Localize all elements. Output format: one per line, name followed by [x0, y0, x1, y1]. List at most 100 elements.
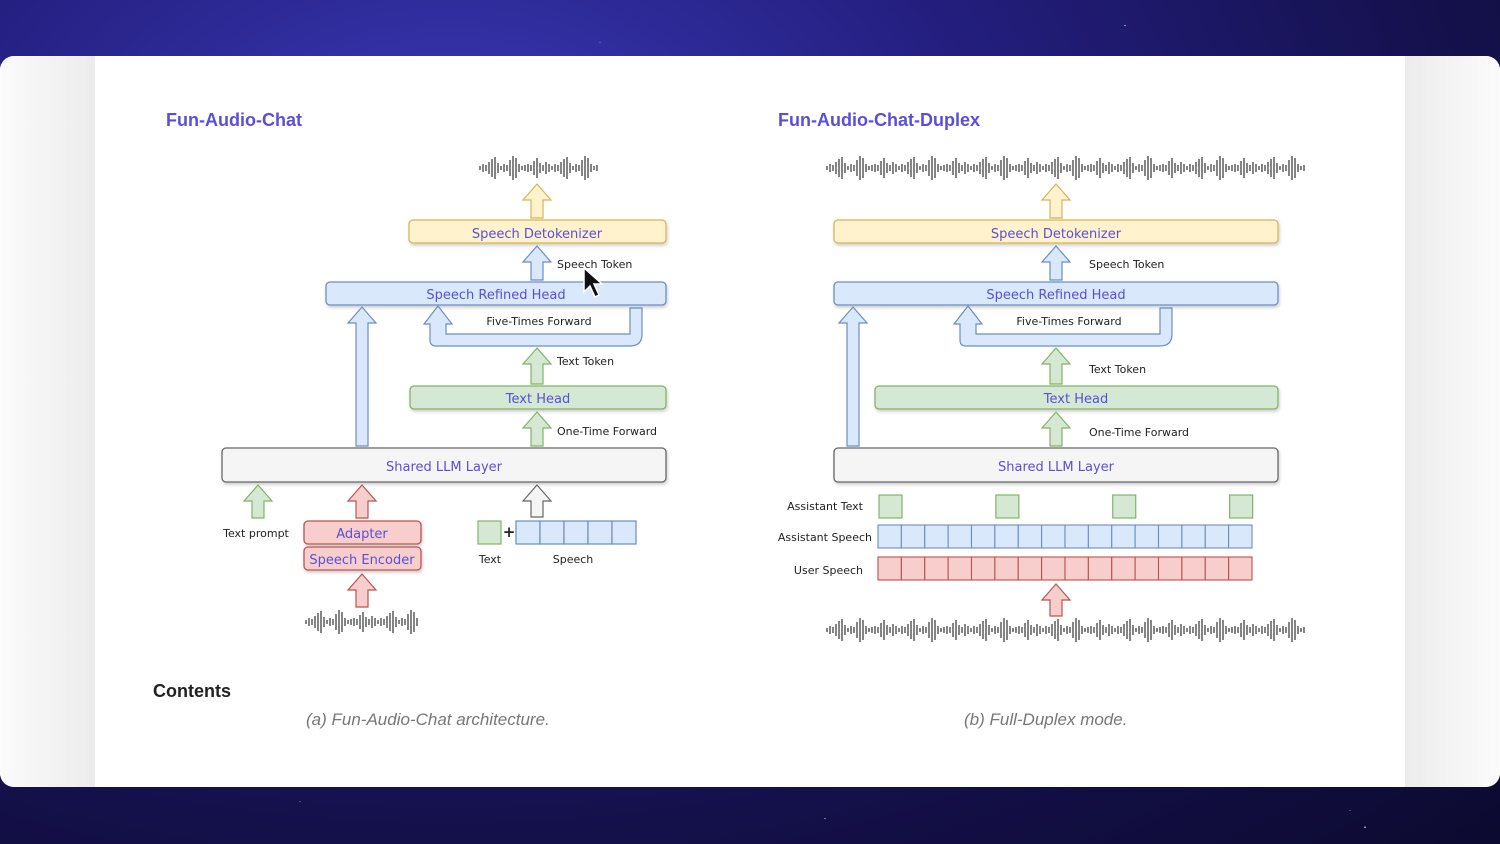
adapter-block [303, 520, 422, 545]
arrow-speech-token-b [1040, 245, 1072, 281]
arrow-text-prompt [242, 484, 274, 519]
text-head-block-b [874, 385, 1279, 410]
page-right-margin [1405, 56, 1500, 787]
one-time-forward-annotation-a: One-Time Forward [557, 425, 657, 438]
assistant-speech-cell [970, 524, 996, 549]
assistant-speech-stream-label: Assistant Speech [778, 531, 872, 544]
figure-b-title: Fun-Audio-Chat-Duplex [778, 110, 980, 130]
user-speech-cell [1064, 556, 1089, 581]
figure-a-title: Fun-Audio-Chat [166, 110, 302, 130]
speech-token-cell [587, 520, 613, 545]
user-speech-cell [1181, 556, 1206, 581]
arrow-speech-token-a [521, 245, 553, 281]
waveform-input-a [305, 610, 418, 634]
figure-b-caption: (b) Full-Duplex mode. [964, 710, 1128, 729]
arrow-adapter-to-llm [346, 484, 378, 519]
speech-detokenizer-block-a [408, 219, 667, 244]
speech-refined-head-block-a [325, 281, 667, 306]
adapter-label: Adapter [336, 527, 388, 542]
assistant-speech-cell [1157, 524, 1183, 549]
user-speech-cell [1111, 556, 1136, 581]
assistant-speech-cell [1017, 524, 1043, 549]
user-speech-cell [900, 556, 926, 581]
arrow-llm-to-refined-a [346, 306, 378, 447]
one-time-forward-annotation-b: One-Time Forward [1089, 426, 1189, 439]
assistant-speech-cell [1228, 524, 1253, 549]
speech-detokenizer-label-a: Speech Detokenizer [472, 227, 603, 242]
assistant-text-stream-label: Assistant Text [787, 500, 864, 513]
speech-token-annotation-a: Speech Token [557, 258, 632, 271]
text-token-annotation-b: Text Token [1088, 363, 1146, 376]
five-times-forward-annotation-b: Five-Times Forward [1016, 315, 1121, 328]
five-times-forward-loop-a [422, 305, 643, 347]
user-speech-stream-label: User Speech [794, 564, 863, 577]
waveform-output-b [826, 156, 1305, 180]
speech-token-cell [611, 520, 637, 545]
text-token-cell [477, 520, 502, 545]
shared-llm-layer-label-b: Shared LLM Layer [998, 460, 1115, 475]
assistant-speech-cell [1041, 524, 1066, 549]
arrow-audio-input-a [346, 573, 378, 608]
speech-refined-head-label-b: Speech Refined Head [986, 288, 1125, 303]
arrow-llm-to-refined-b [837, 306, 869, 447]
speech-refined-head-label-a: Speech Refined Head [426, 288, 565, 303]
assistant-speech-cell [1111, 524, 1136, 549]
speech-detokenizer-block-b [833, 219, 1279, 244]
arrow-tokens-to-llm [521, 484, 553, 518]
text-head-label-a: Text Head [505, 392, 570, 407]
user-speech-cell [924, 556, 949, 581]
assistant-speech-cell [1064, 524, 1089, 549]
user-speech-cell [1017, 556, 1043, 581]
assistant-text-cell [1112, 494, 1137, 519]
assistant-speech-cell [877, 524, 902, 549]
assistant-speech-cell [1087, 524, 1113, 549]
speech-encoder-block [303, 546, 422, 571]
user-speech-cell [1228, 556, 1253, 581]
waveform-output-a [479, 156, 598, 180]
user-speech-cell [970, 556, 996, 581]
assistant-speech-cell [924, 524, 949, 549]
document-page [0, 56, 1500, 787]
text-input-label: Text [478, 553, 502, 566]
figure-a-caption: (a) Fun-Audio-Chat architecture. [306, 710, 550, 729]
user-speech-cell [947, 556, 973, 581]
speech-token-annotation-b: Speech Token [1089, 258, 1164, 271]
speech-encoder-label: Speech Encoder [309, 553, 415, 568]
arrow-text-token-b [1040, 347, 1072, 385]
speech-token-cell [563, 520, 589, 545]
user-speech-cell [1041, 556, 1066, 581]
arrow-detok-output-b [1040, 183, 1072, 219]
assistant-speech-cell [1181, 524, 1206, 549]
assistant-text-cell [1229, 494, 1254, 519]
arrow-text-token-a [521, 347, 553, 385]
user-speech-cell [1134, 556, 1160, 581]
speech-input-label: Speech [553, 553, 594, 566]
speech-refined-head-block-b [833, 281, 1279, 306]
user-speech-cell [877, 556, 902, 581]
assistant-speech-cell [1204, 524, 1230, 549]
assistant-speech-cell [1134, 524, 1160, 549]
user-speech-cell [1157, 556, 1183, 581]
text-token-annotation-a: Text Token [556, 355, 614, 368]
assistant-speech-cell [900, 524, 926, 549]
speech-token-cell [539, 520, 565, 545]
assistant-speech-cell [947, 524, 973, 549]
arrow-one-time-forward-b [1040, 411, 1072, 447]
arrow-detok-output-a [521, 183, 553, 219]
assistant-text-cell [878, 494, 903, 519]
page-left-margin [0, 56, 95, 787]
text-prompt-label: Text prompt [222, 527, 289, 540]
arrow-one-time-forward-a [521, 411, 553, 447]
speech-token-cell [515, 520, 541, 545]
five-times-forward-loop-b [952, 305, 1173, 347]
assistant-text-cell [995, 494, 1020, 519]
shared-llm-layer-block-a [221, 447, 667, 483]
contents-heading[interactable]: Contents [153, 681, 231, 701]
waveform-input-b [826, 618, 1305, 642]
user-speech-cell [994, 556, 1019, 581]
mouse-cursor-icon [583, 266, 604, 299]
speech-detokenizer-label-b: Speech Detokenizer [991, 227, 1122, 242]
user-speech-cell [1087, 556, 1113, 581]
arrow-audio-input-b [1040, 583, 1072, 617]
